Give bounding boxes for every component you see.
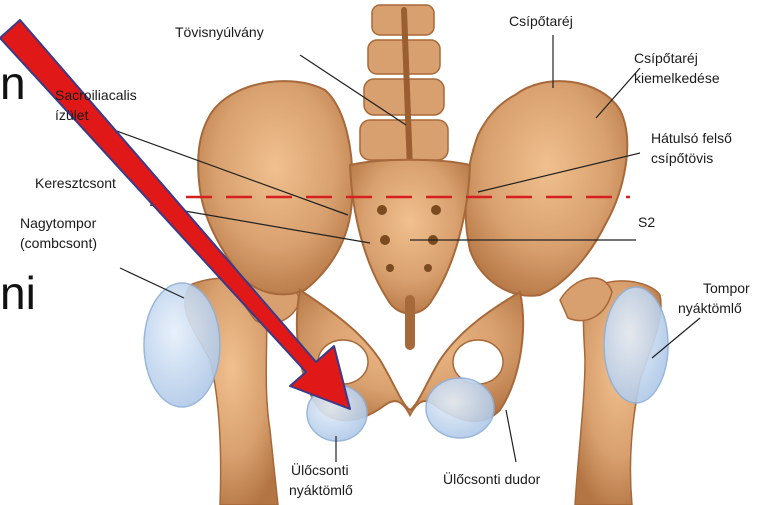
label-sacroiliac-line1: Sacroiliacalis xyxy=(55,87,137,104)
cropped-text-fragment-bottom: ni xyxy=(0,270,36,316)
label-ischial-bursa-line1: Ülőcsonti xyxy=(291,462,349,479)
label-s2: S2 xyxy=(638,214,655,231)
label-iliac-crest: Csípőtaréj xyxy=(509,13,573,30)
leader-ischial-tuberosity xyxy=(506,410,516,462)
label-trochanteric-bursa-line2: nyáktömlő xyxy=(678,300,742,317)
label-ischial-tuberosity: Ülőcsonti dudor xyxy=(443,471,540,488)
sacrum xyxy=(350,160,470,345)
lumbar-spine xyxy=(360,5,448,170)
leader-greater-trochanter xyxy=(120,268,184,298)
label-iliac-crest-prominence-line1: Csípőtaréj xyxy=(634,50,698,67)
ischial-bursa-right xyxy=(426,378,494,438)
label-trochanteric-bursa-line1: Tompor xyxy=(703,280,750,297)
trochanteric-bursa-right xyxy=(604,287,668,403)
label-psis-line1: Hátulsó felső xyxy=(651,130,732,147)
trochanteric-bursa-left xyxy=(144,283,220,407)
label-sacroiliac-line2: ízület xyxy=(55,107,88,124)
right-ilium xyxy=(466,81,628,296)
label-spinous-process: Tövisnyúlvány xyxy=(175,24,264,41)
label-psis-line2: csípőtövis xyxy=(651,150,713,167)
label-greater-trochanter-line2: (combcsont) xyxy=(20,235,97,252)
cropped-text-fragment-top: n xyxy=(0,60,26,106)
label-greater-trochanter-line1: Nagytompor xyxy=(20,215,96,232)
label-iliac-crest-prominence-line2: kiemelkedése xyxy=(634,70,720,87)
label-ischial-bursa-line2: nyáktömlő xyxy=(289,482,353,499)
label-sacrum: Keresztcsont xyxy=(35,175,116,192)
